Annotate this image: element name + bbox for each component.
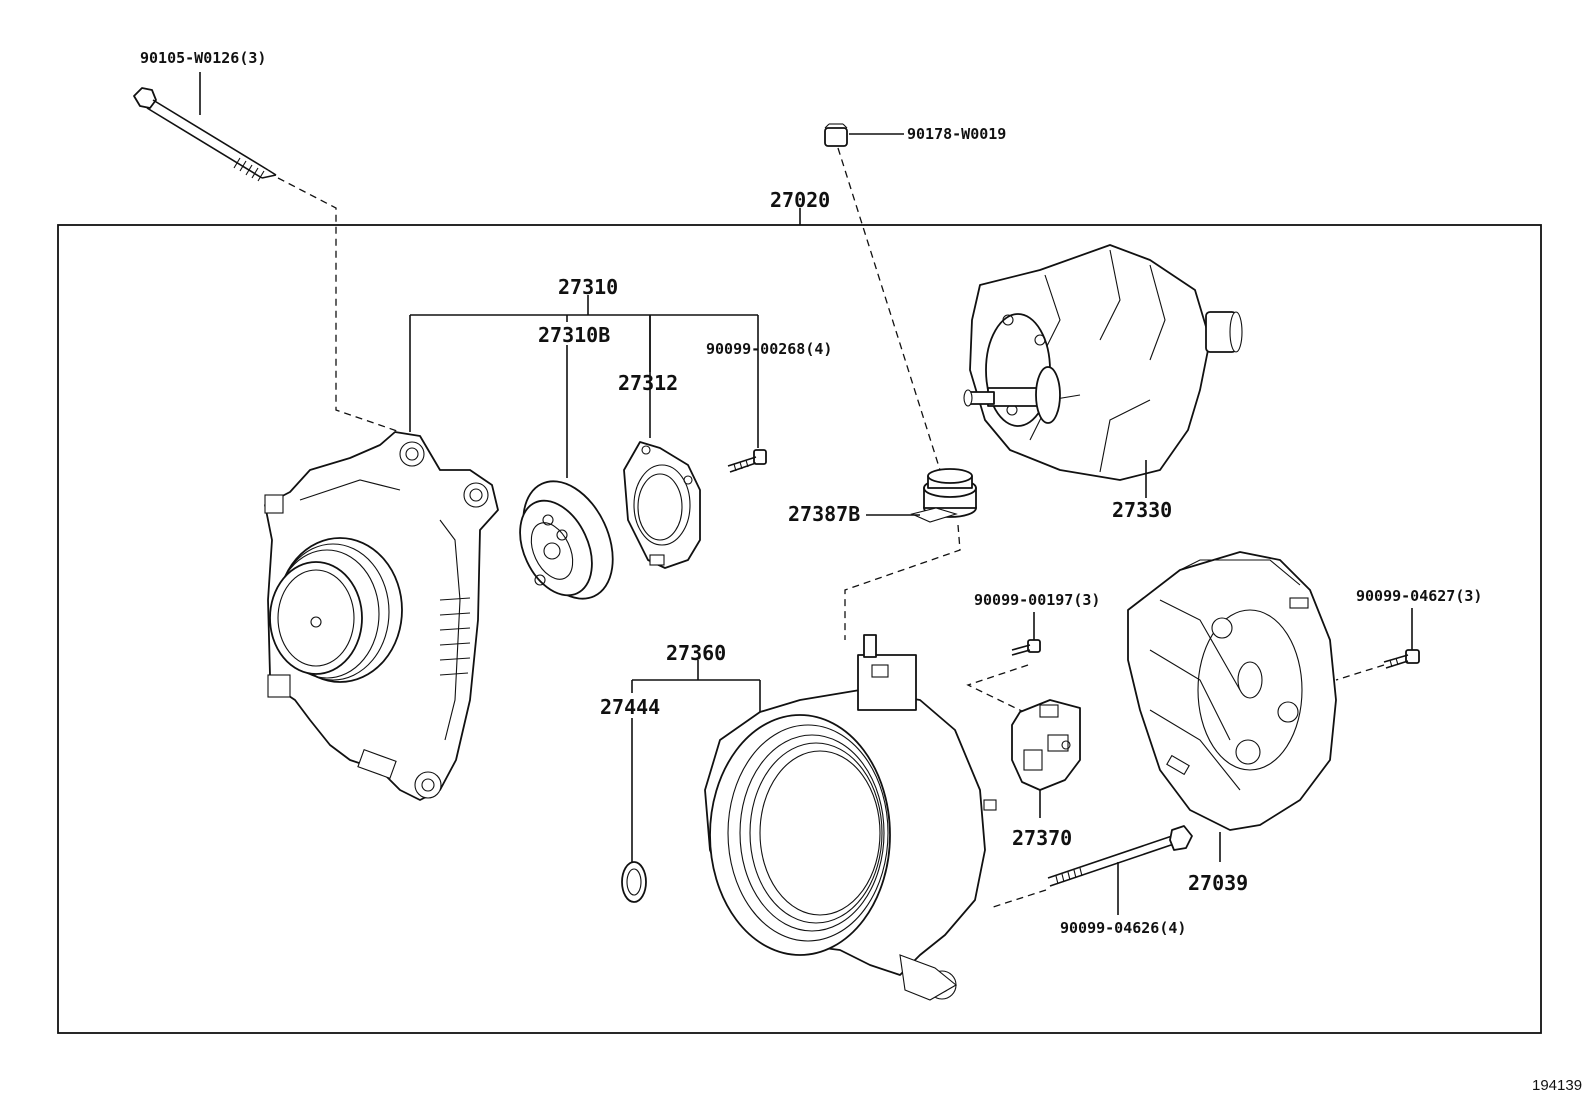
screw-cover-part <box>1383 649 1420 669</box>
retainer-part <box>623 441 701 569</box>
insulator-part <box>910 468 977 523</box>
label-screw-regulator: 90099-00197(3) <box>974 591 1100 609</box>
rotor-part <box>963 244 1243 481</box>
figure-id: 194139 <box>1532 1077 1582 1094</box>
front-frame-part <box>264 431 499 801</box>
label-bolt-long: 90099-04626(4) <box>1060 919 1186 937</box>
screw-regulator-part <box>1011 639 1041 656</box>
label-retainer: 27312 <box>618 371 678 395</box>
regulator-part <box>1011 699 1081 791</box>
label-stator: 27360 <box>666 641 726 665</box>
label-nut-top: 90178-W0019 <box>907 125 1006 143</box>
label-bolt-top: 90105-W0126(3) <box>140 49 266 67</box>
label-insulator: 27387B <box>788 502 860 526</box>
label-bearing: 27310B <box>538 323 610 347</box>
label-regulator: 27370 <box>1012 826 1072 850</box>
label-frame-assy: 27310 <box>558 275 618 299</box>
screw-retainer-part <box>727 449 767 473</box>
rear-cover-part <box>1127 551 1337 831</box>
label-assembly: 27020 <box>770 188 830 212</box>
bolt-top-part <box>133 87 277 182</box>
stator-part <box>704 634 997 1001</box>
label-screw-retainer: 90099-00268(4) <box>706 340 832 358</box>
label-screw-cover: 90099-04627(3) <box>1356 587 1482 605</box>
washer-part <box>621 861 647 903</box>
label-rotor: 27330 <box>1112 498 1172 522</box>
label-rear-cover: 27039 <box>1188 871 1248 895</box>
nut-top-part <box>824 123 848 147</box>
label-washer: 27444 <box>600 695 660 719</box>
bolt-long-part <box>1047 825 1193 887</box>
bearing-part <box>519 480 614 600</box>
